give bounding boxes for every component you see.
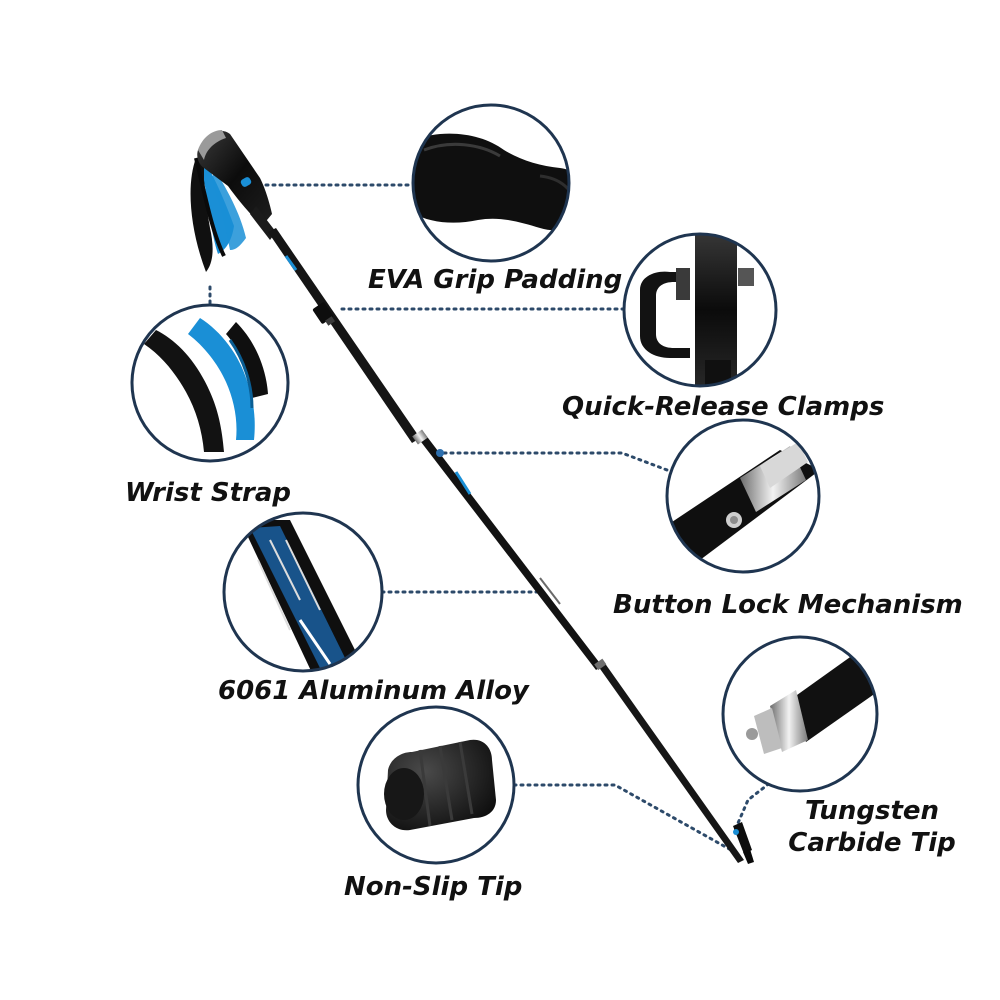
pole-shaft-middle [418, 434, 602, 670]
detail-aluminum-alloy [222, 511, 384, 673]
pole-clamp [312, 302, 335, 326]
leader-lines [208, 183, 782, 857]
leader-line-non-slip-tip [512, 783, 742, 857]
leader-line-button-lock [442, 451, 669, 472]
label-tungsten-tip: Tungsten Carbide Tip [782, 795, 962, 859]
label-eva-grip: EVA Grip Padding [368, 265, 623, 295]
pole-tip [733, 822, 754, 864]
detail-quick-release [622, 232, 778, 388]
pole-shaft-upper [268, 228, 420, 443]
detail-tungsten-tip [721, 635, 879, 793]
label-quick-release: Quick-Release Clamps [562, 392, 885, 422]
label-tungsten-tip-line1: Tungsten [804, 796, 940, 826]
pole-shaft-lower [598, 662, 744, 863]
label-button-lock: Button Lock Mechanism [613, 590, 963, 620]
detail-non-slip-tip [356, 705, 516, 865]
pole-joint-ring [412, 429, 428, 445]
pole-wrist-strap [190, 157, 246, 272]
detail-eva-grip [411, 103, 571, 263]
detail-button-lock [665, 418, 821, 574]
trekking-pole [190, 130, 754, 864]
detail-wrist-strap [130, 303, 290, 463]
label-aluminum-alloy: 6061 Aluminum Alloy [218, 676, 529, 706]
label-non-slip-tip: Non-Slip Tip [344, 872, 523, 902]
label-wrist-strap: Wrist Strap [125, 478, 291, 508]
label-tungsten-tip-line2: Carbide Tip [788, 828, 956, 858]
